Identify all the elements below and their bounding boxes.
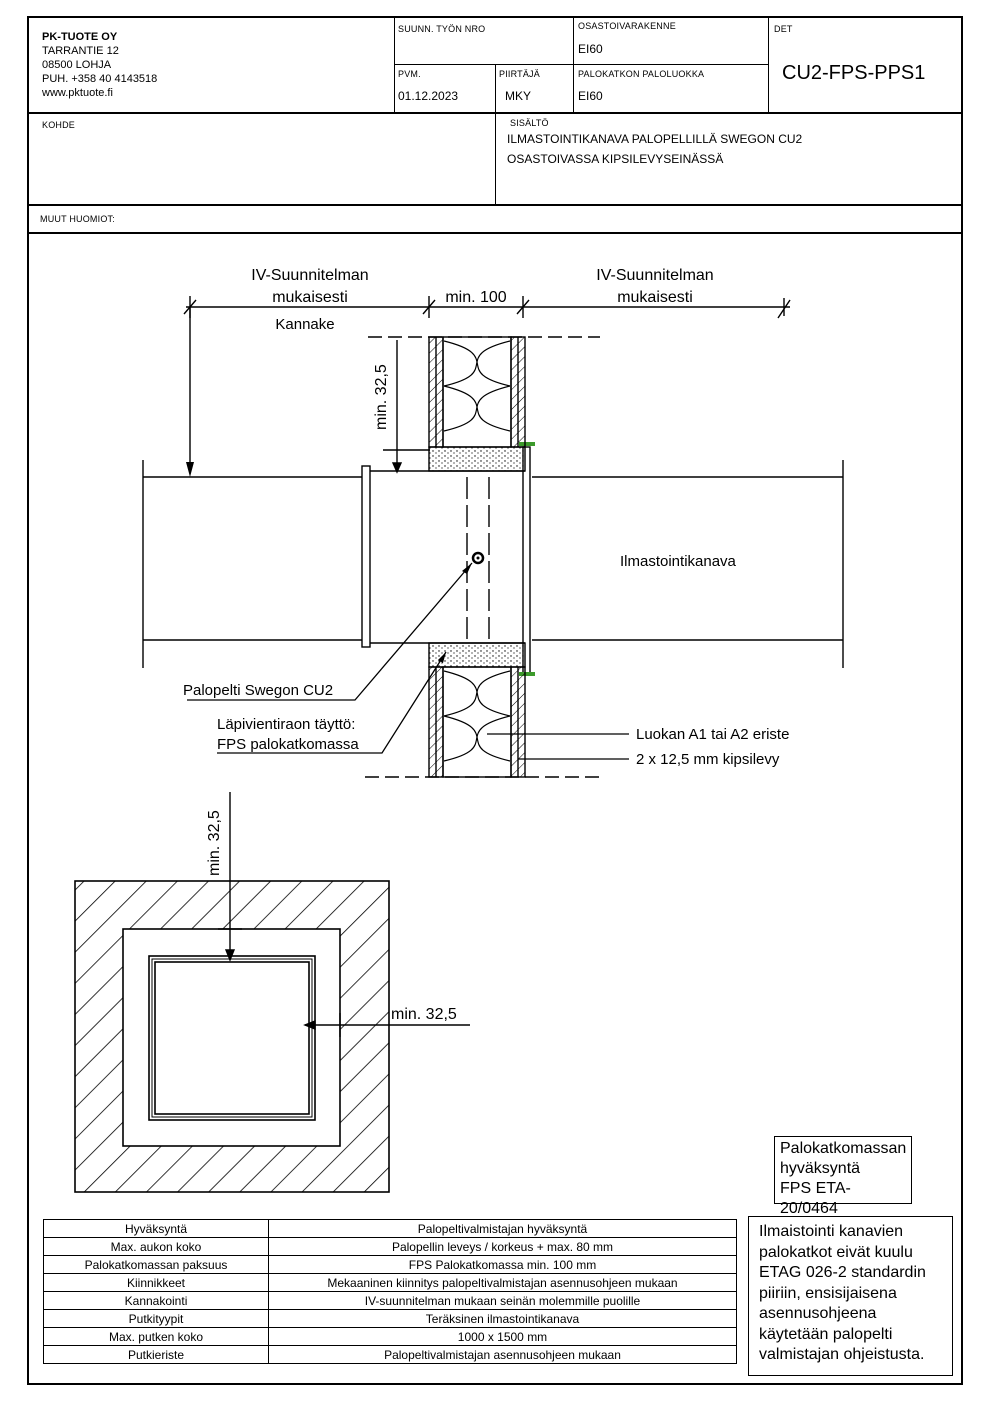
duct bbox=[142, 446, 844, 676]
drawer-value: MKY bbox=[505, 89, 532, 103]
note-line-7: valmistajan ohjeistusta. bbox=[759, 1346, 925, 1363]
spec-value: IV-suunnitelman mukaan seinän molemmille… bbox=[268, 1291, 737, 1310]
spec-key: Max. aukon koko bbox=[43, 1237, 269, 1256]
title-col-drawer bbox=[495, 64, 496, 112]
content-label: SISÄLTÖ bbox=[510, 118, 549, 128]
spec-key: Putkieriste bbox=[43, 1345, 269, 1364]
spec-value: Palopellin leveys / korkeus + max. 80 mm bbox=[268, 1237, 737, 1256]
spec-value: FPS Palokatkomassa min. 100 mm bbox=[268, 1255, 737, 1274]
note-line-5: asennusohjeena bbox=[759, 1305, 877, 1322]
note-box: Ilmaistointi kanavien palokatkot eivät k… bbox=[748, 1216, 953, 1376]
spec-value: Palopeltivalmistajan asennusohjeen mukaa… bbox=[268, 1345, 737, 1364]
approval-box: Palokatkomassan hyväksyntä FPS ETA- 20/0… bbox=[774, 1136, 912, 1217]
note-line-6: käytetään palopelti bbox=[759, 1325, 893, 1343]
fill-label-2: FPS palokatkomassa bbox=[217, 736, 359, 753]
gap-dim-label: min. 32,5 bbox=[373, 364, 390, 430]
leader-lines bbox=[187, 562, 629, 760]
spec-value: Palopeltivalmistajan hyväksyntä bbox=[268, 1219, 737, 1238]
company-website[interactable]: www.pktuote.fi bbox=[42, 87, 113, 99]
note-line-4: piiriin, ensisijaisena bbox=[759, 1284, 897, 1302]
duct-label: Ilmastointikanava bbox=[620, 553, 737, 570]
fire-class-value: EI60 bbox=[578, 89, 603, 103]
board-label: 2 x 12,5 mm kipsilevy bbox=[636, 751, 780, 768]
spec-key: Putkityypit bbox=[43, 1309, 269, 1328]
target-label: KOHDE bbox=[42, 120, 76, 130]
det-value: CU2-FPS-PPS1 bbox=[782, 62, 926, 84]
insulation-top bbox=[443, 340, 511, 432]
content-line-2: OSASTOIVASSA KIPSILEVYSEINÄSSÄ bbox=[507, 152, 724, 166]
structure-label: OSASTOIVARAKENNE bbox=[578, 21, 676, 31]
company-postal: 08500 LOHJA bbox=[42, 59, 112, 71]
right-dim-label-1: IV-Suunnitelman bbox=[596, 267, 713, 284]
cross-section bbox=[74, 880, 390, 1193]
work-no-label: SUUNN. TYÖN NRO bbox=[398, 24, 486, 34]
fill-label-1: Läpivientiraon täyttö: bbox=[217, 716, 355, 733]
det-label: DET bbox=[774, 24, 793, 34]
insulation-label: Luokan A1 tai A2 eriste bbox=[636, 726, 789, 743]
hanger-arrow bbox=[186, 307, 194, 477]
title-col-3 bbox=[768, 16, 769, 112]
gap-dimension bbox=[383, 340, 430, 474]
damper-label: Palopelti Swegon CU2 bbox=[183, 682, 333, 699]
company-address: TARRANTIE 12 bbox=[42, 45, 119, 57]
drawer-label: PIIRTÄJÄ bbox=[499, 69, 540, 79]
date-value: 01.12.2023 bbox=[398, 89, 459, 103]
flange-markers bbox=[519, 442, 535, 676]
company-name: PK-TUOTE OY bbox=[42, 31, 118, 43]
approval-line-3: FPS ETA- 20/0464 bbox=[780, 1180, 851, 1217]
spec-value: Mekaaninen kiinnitys palopeltivalmistaja… bbox=[268, 1273, 737, 1292]
right-dim-label-2: mukaisesti bbox=[617, 289, 693, 306]
wall-top bbox=[368, 336, 600, 472]
section-dimensions bbox=[218, 792, 470, 1037]
left-dim-label-2: mukaisesti bbox=[272, 289, 348, 306]
title-row-divider bbox=[394, 64, 768, 65]
notes-bottom-divider bbox=[27, 232, 963, 234]
wall-bottom bbox=[365, 642, 600, 778]
approval-line-2: hyväksyntä bbox=[780, 1160, 861, 1177]
left-dim-label-1: IV-Suunnitelman bbox=[251, 267, 368, 284]
structure-value: EI60 bbox=[578, 42, 603, 56]
spec-key: Max. putken koko bbox=[43, 1327, 269, 1346]
spec-key: Palokatkomassan paksuus bbox=[43, 1255, 269, 1274]
note-line-3: ETAG 026-2 standardin bbox=[759, 1264, 926, 1281]
insulation-bottom bbox=[443, 670, 511, 762]
company-block: PK-TUOTE OY TARRANTIE 12 08500 LOHJA PUH… bbox=[42, 30, 157, 100]
section-horizontal-dim-label: min. 32,5 bbox=[391, 1006, 457, 1023]
spec-value: Teräksinen ilmastointikanava bbox=[268, 1309, 737, 1328]
damper-axis-icon bbox=[471, 551, 485, 565]
leader-arrows bbox=[438, 563, 472, 663]
approval-line-1: Palokatkomassan bbox=[780, 1140, 907, 1157]
mid-dim-label: min. 100 bbox=[445, 289, 506, 306]
note-line-1: Ilmaistointi kanavien bbox=[759, 1223, 904, 1240]
notes-top-divider bbox=[27, 204, 963, 206]
spec-key: Kiinnikkeet bbox=[43, 1273, 269, 1292]
date-label: PVM. bbox=[398, 69, 421, 79]
section-vertical-dim-label: min. 32,5 bbox=[206, 810, 223, 876]
content-col bbox=[495, 112, 496, 204]
hanger-label: Kannake bbox=[275, 316, 334, 333]
spec-key: Hyväksyntä bbox=[43, 1219, 269, 1238]
fire-class-label: PALOKATKON PALOLUOKKA bbox=[578, 69, 705, 79]
note-line-2: palokatkot eivät kuulu bbox=[759, 1243, 913, 1261]
spec-value: 1000 x 1500 mm bbox=[268, 1327, 737, 1346]
notes-label: MUUT HUOMIOT: bbox=[40, 214, 115, 224]
spec-key: Kannakointi bbox=[43, 1291, 269, 1310]
content-line-1: ILMASTOINTIKANAVA PALOPELLILLÄ SWEGON CU… bbox=[507, 132, 803, 146]
company-phone: PUH. +358 40 4143518 bbox=[42, 73, 158, 85]
drawing-frame bbox=[27, 16, 963, 1385]
